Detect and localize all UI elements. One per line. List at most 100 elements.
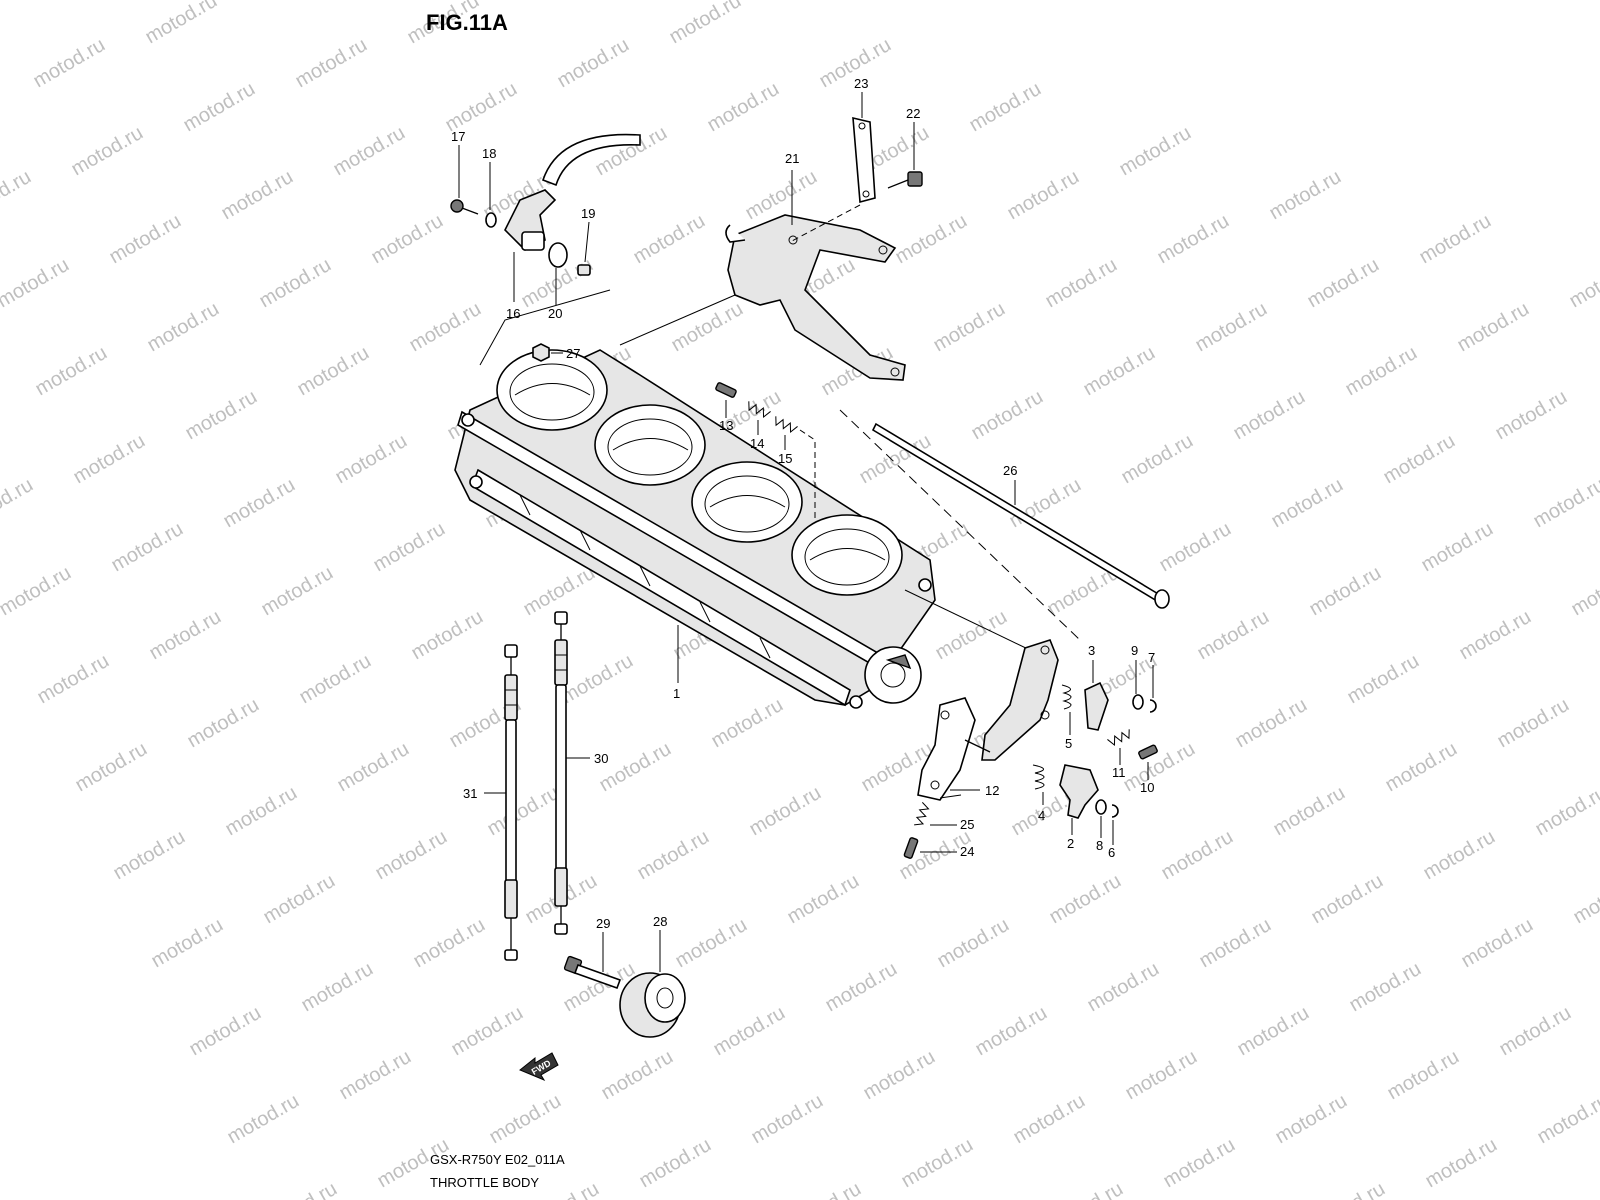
watermark-text: motod.ru: [558, 650, 637, 709]
callout-2: 2: [1067, 836, 1074, 851]
bolt-29-part: [563, 932, 622, 990]
watermark-text: motod.ru: [1454, 298, 1533, 357]
callout-23: 23: [854, 76, 868, 91]
watermark-text: motod.ru: [1232, 694, 1311, 753]
watermark-text: motod.ru: [1010, 1090, 1089, 1149]
watermark-text: motod.ru: [486, 1090, 565, 1149]
callout-11: 11: [1112, 765, 1126, 780]
throttle-pulley: [864, 646, 922, 704]
callout-25: 25: [960, 817, 974, 832]
watermark-text: motod.ru: [1342, 342, 1421, 401]
watermark-text: motod.ru: [636, 1134, 715, 1193]
watermark-text: motod.ru: [292, 34, 371, 93]
idle-screw-group: [903, 794, 962, 859]
watermark-text: motod.ru: [1308, 870, 1387, 929]
callout-24: 24: [960, 844, 974, 859]
watermark-text: motod.ru: [1566, 254, 1600, 313]
watermark-text: motod.ru: [1420, 826, 1499, 885]
watermark-text: motod.ru: [332, 430, 411, 489]
shaft-26-part: [871, 422, 1170, 609]
watermark-text: motod.ru: [1084, 958, 1163, 1017]
watermark-text: motod.ru: [968, 386, 1047, 445]
watermark-text: motod.ru: [666, 0, 745, 48]
watermark-text: motod.ru: [1120, 738, 1199, 797]
watermark-text: motod.ru: [410, 914, 489, 973]
diagram-caption: THROTTLE BODY: [430, 1175, 539, 1190]
throttle-cable-31-part: [484, 644, 518, 961]
watermark-text: motod.ru: [442, 78, 521, 137]
link-rod-23-part: [852, 92, 876, 204]
watermark-text: motod.ru: [370, 518, 449, 577]
watermark-text: motod.ru: [748, 1090, 827, 1149]
callout-28: 28: [653, 914, 667, 929]
watermark-text: motod.ru: [1230, 386, 1309, 445]
callout-17: 17: [451, 129, 465, 144]
watermark-text: motod.ru: [0, 562, 75, 621]
watermark-text: motod.ru: [634, 826, 713, 885]
watermark-text: motod.ru: [1234, 1002, 1313, 1061]
watermark-text: motod.ru: [0, 474, 37, 533]
watermark-text: motod.ru: [1154, 210, 1233, 269]
watermark-text: motod.ru: [1160, 1134, 1239, 1193]
watermark-text: motod.ru: [1416, 210, 1495, 269]
watermark-text: motod.ru: [254, 0, 333, 4]
callout-27: 27: [566, 346, 580, 361]
callout-1: 1: [673, 686, 680, 701]
watermark-text: motod.ru: [1496, 1002, 1575, 1061]
throttle-bore-2: [594, 404, 706, 486]
callout-layer: 1 2 3 4 5 6 7 8 9 10 11 12 13 14 15 16 1…: [451, 76, 1155, 931]
watermark-text: motod.ru: [448, 1002, 527, 1061]
watermark-text: motod.ru: [0, 0, 71, 4]
watermark-text: motod.ru: [710, 1002, 789, 1061]
callout-20: 20: [548, 306, 562, 321]
throttle-linkage-group: [917, 639, 1158, 845]
watermark-text: motod.ru: [672, 914, 751, 973]
watermark-text: motod.ru: [1530, 474, 1600, 533]
callout-9: 9: [1131, 643, 1138, 658]
callout-6: 6: [1108, 845, 1115, 860]
watermark-text: motod.ru: [1270, 782, 1349, 841]
watermark-text: motod.ru: [184, 694, 263, 753]
damper-28-part: [619, 930, 686, 1038]
watermark-text: motod.ru: [786, 1178, 865, 1200]
watermark-text: motod.ru: [1118, 430, 1197, 489]
watermark-text: motod.ru: [860, 1046, 939, 1105]
watermark-text: motod.ru: [146, 606, 225, 665]
callout-14: 14: [750, 436, 764, 451]
watermark-text: motod.ru: [218, 166, 297, 225]
throttle-cable-30-part: [554, 611, 590, 935]
watermark-text: motod.ru: [1456, 606, 1535, 665]
watermark-text: motod.ru: [966, 78, 1045, 137]
callout-3: 3: [1088, 643, 1095, 658]
watermark-text: motod.ru: [1568, 562, 1600, 621]
callout-16: 16: [506, 306, 520, 321]
watermark-text: motod.ru: [592, 122, 671, 181]
watermark-text: motod.ru: [110, 826, 189, 885]
watermark-text: motod.ru: [108, 518, 187, 577]
sensor-group: [450, 133, 641, 366]
callout-13: 13: [719, 418, 733, 433]
watermark-text: motod.ru: [934, 914, 1013, 973]
callout-29: 29: [596, 916, 610, 931]
callout-7: 7: [1148, 650, 1155, 665]
callout-18: 18: [482, 146, 496, 161]
watermark-text: motod.ru: [822, 958, 901, 1017]
watermark-text: motod.ru: [784, 870, 863, 929]
callout-26: 26: [1003, 463, 1017, 478]
watermark-text: motod.ru: [1458, 914, 1537, 973]
watermark-text: motod.ru: [1158, 826, 1237, 885]
watermark-text: motod.ru: [30, 34, 109, 93]
watermark-text: motod.ru: [1572, 1178, 1600, 1200]
throttle-body-assembly: [454, 349, 936, 709]
watermark-text: motod.ru: [1048, 1178, 1127, 1200]
callout-30: 30: [594, 751, 608, 766]
watermark-text: motod.ru: [106, 210, 185, 269]
watermark-text: motod.ru: [298, 958, 377, 1017]
throttle-bore-4: [791, 514, 903, 596]
watermark-text: motod.ru: [1492, 386, 1571, 445]
watermark-text: motod.ru: [1046, 870, 1125, 929]
watermark-text: motod.ru: [34, 650, 113, 709]
watermark-text: motod.ru: [224, 1090, 303, 1149]
watermark-text: motod.ru: [142, 0, 221, 48]
callout-8: 8: [1096, 838, 1103, 853]
